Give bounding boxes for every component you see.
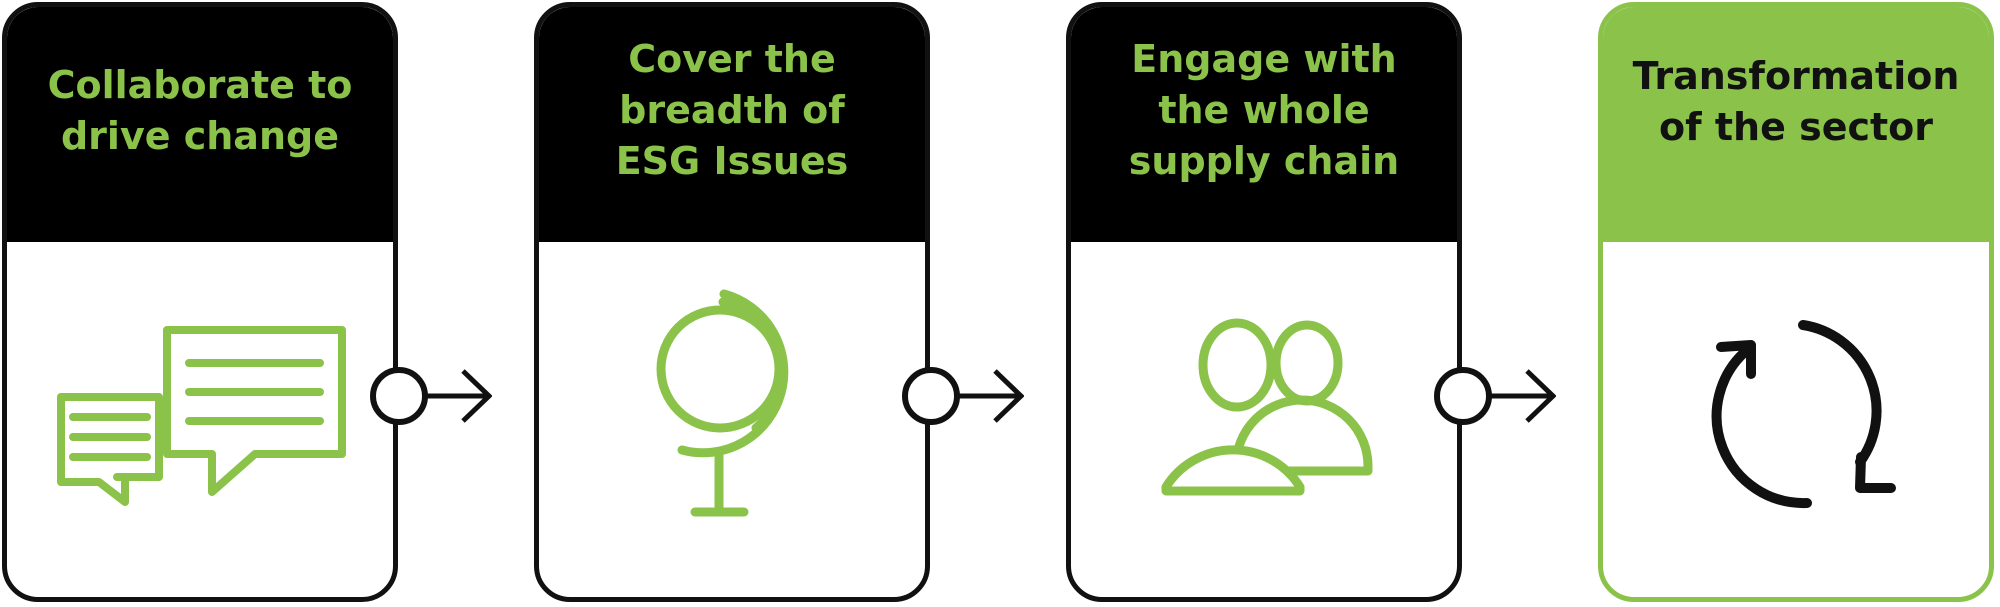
step-title-line: breadth of — [619, 88, 845, 132]
refresh-cycle-icon — [1711, 320, 1896, 509]
step-card-transformation: Transformation of the sector — [1598, 2, 1994, 602]
step-title-line: ESG Issues — [615, 139, 849, 183]
step-title: Cover the breadth of ESG Issues — [596, 34, 869, 187]
step-card-collaborate: Collaborate to drive change — [2, 2, 398, 602]
step-title-line: supply chain — [1128, 139, 1400, 183]
flow-arrow-connector — [902, 367, 1024, 425]
step-title: Collaborate to drive change — [28, 60, 373, 162]
step-title: Engage with the whole supply chain — [1109, 34, 1419, 187]
flow-arrow-connector — [1434, 367, 1556, 425]
step-card-esg-issues: Cover the breadth of ESG Issues — [534, 2, 930, 602]
step-header: Engage with the whole supply chain — [1071, 7, 1457, 242]
step-title-line: Cover the — [628, 37, 836, 81]
step-title-line: of the sector — [1658, 105, 1933, 149]
people-icon — [1161, 318, 1373, 496]
step-header: Collaborate to drive change — [7, 7, 393, 242]
flow-arrow-connector — [370, 367, 492, 425]
step-title-line: Collaborate to — [47, 62, 353, 107]
speech-bubbles-icon — [57, 326, 346, 506]
step-header: Transformation of the sector — [1603, 7, 1989, 242]
step-title: Transformation of the sector — [1613, 51, 1980, 153]
step-title-line: Engage with — [1131, 37, 1397, 81]
step-title-line: drive change — [60, 113, 339, 158]
step-header: Cover the breadth of ESG Issues — [539, 7, 925, 242]
step-card-supply-chain: Engage with the whole supply chain — [1066, 2, 1462, 602]
step-title-line: the whole — [1158, 88, 1370, 132]
globe-icon — [656, 289, 789, 517]
step-title-line: Transformation — [1632, 54, 1960, 98]
